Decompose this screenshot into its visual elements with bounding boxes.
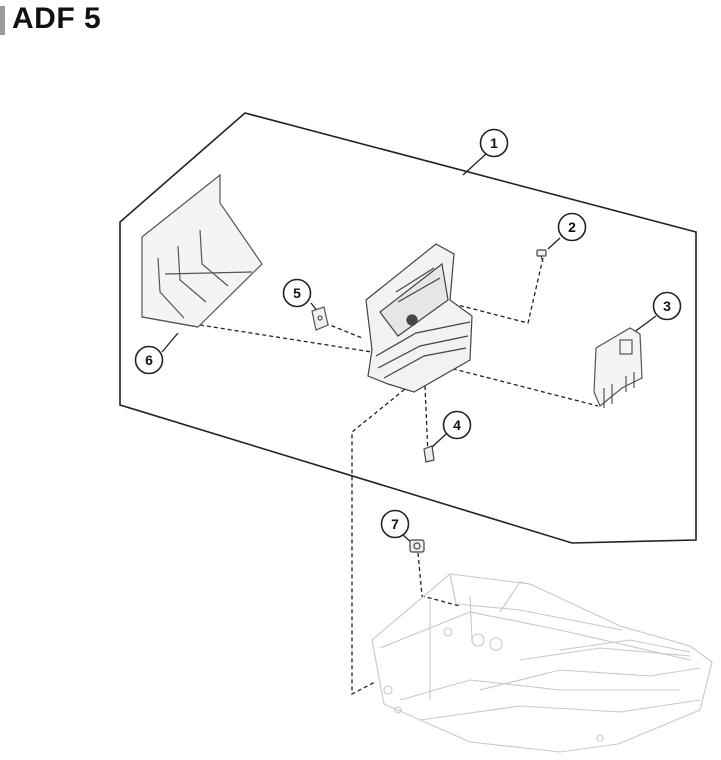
callout-2-label: 2 bbox=[568, 219, 576, 235]
callout-7-label: 7 bbox=[391, 516, 399, 532]
part-5-bracket bbox=[311, 306, 329, 331]
part-4-lever bbox=[423, 445, 435, 463]
leader-2 bbox=[547, 237, 561, 250]
callout-4: 4 bbox=[442, 410, 472, 440]
dashed-path-7 bbox=[417, 552, 461, 607]
adf-main-mechanism bbox=[365, 243, 473, 393]
part-7-gear bbox=[409, 539, 425, 553]
title-accent-bar bbox=[0, 6, 5, 35]
part-3-right-guide bbox=[593, 327, 643, 408]
dashed-path-3 bbox=[445, 366, 599, 407]
callout-7: 7 bbox=[380, 509, 410, 539]
assembly-1-outline bbox=[119, 112, 697, 544]
dashed-path-4 bbox=[424, 385, 429, 456]
adf-frame-ghost bbox=[371, 573, 713, 753]
callout-1: 1 bbox=[479, 128, 509, 158]
part-2-screw bbox=[536, 249, 547, 263]
callout-5: 5 bbox=[282, 278, 312, 308]
dashed-path-frame bbox=[351, 384, 411, 696]
dashed-path-6 bbox=[199, 324, 373, 353]
callout-3-label: 3 bbox=[663, 298, 671, 314]
callout-6: 6 bbox=[134, 345, 164, 375]
callout-3: 3 bbox=[652, 291, 682, 321]
leader-6 bbox=[161, 332, 179, 353]
leader-3 bbox=[632, 315, 657, 334]
part-6-side-panel bbox=[141, 173, 263, 328]
callout-1-label: 1 bbox=[490, 135, 498, 151]
callout-2: 2 bbox=[557, 212, 587, 242]
callout-6-label: 6 bbox=[145, 352, 153, 368]
callout-5-label: 5 bbox=[293, 285, 301, 301]
dashed-path-5 bbox=[324, 322, 363, 339]
callout-4-label: 4 bbox=[453, 417, 461, 433]
page-title: ADF 5 bbox=[12, 2, 102, 35]
dashed-path-2 bbox=[441, 257, 544, 324]
leader-1 bbox=[462, 152, 488, 176]
